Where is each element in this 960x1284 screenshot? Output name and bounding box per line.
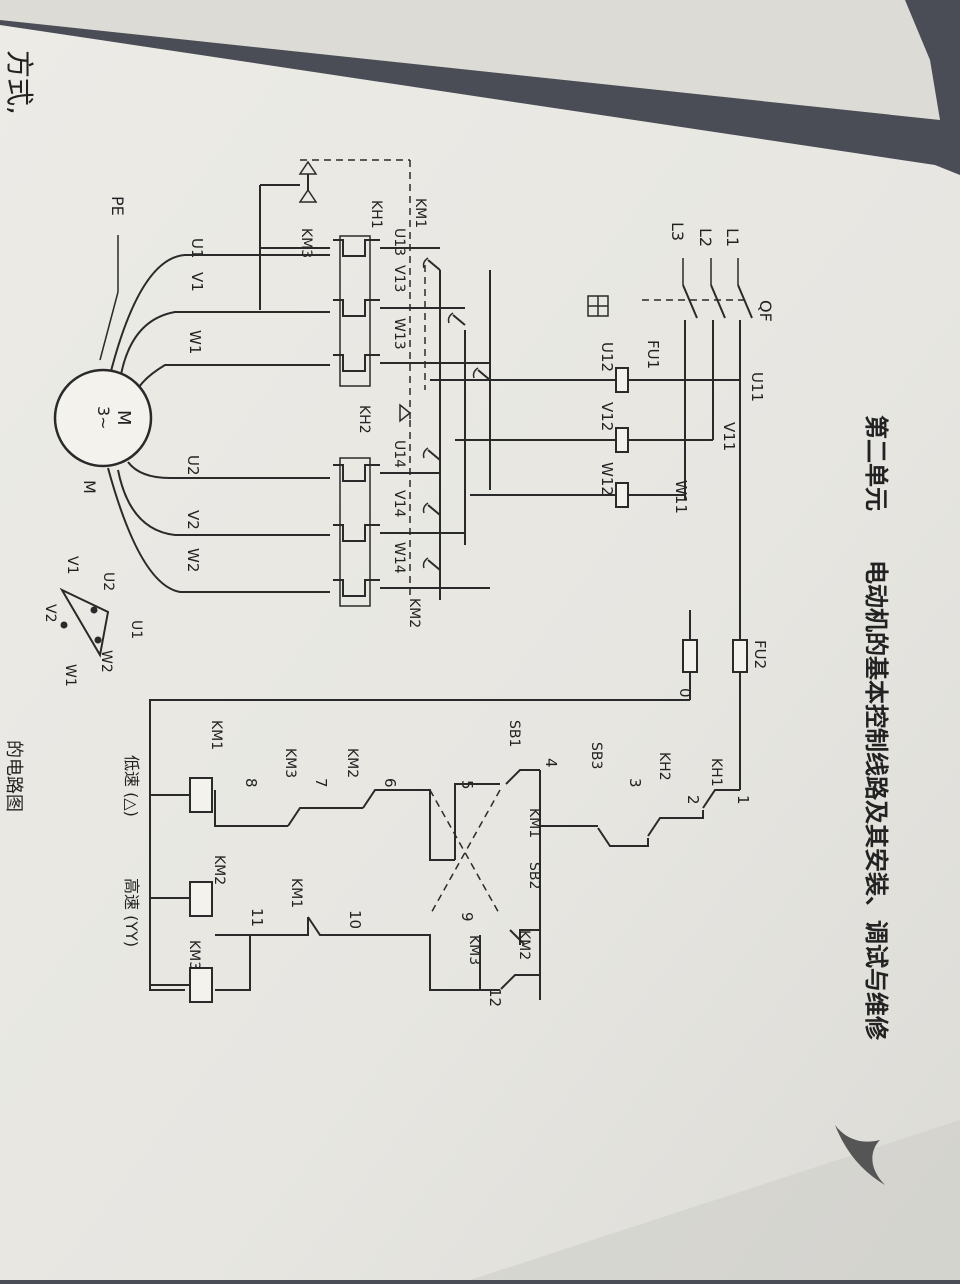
kh1-thermal-elements xyxy=(333,235,380,387)
coil-km2-label: KM2 xyxy=(211,855,227,885)
start-button-sb2-label: SB2 xyxy=(526,862,542,889)
node-6: 6 xyxy=(381,778,399,788)
node-7: 7 xyxy=(312,778,330,788)
kh2-thermal-elements xyxy=(333,457,380,607)
node-10: 10 xyxy=(346,910,364,929)
holding-km2-label: KM2 xyxy=(516,930,532,960)
km2-main-contacts xyxy=(409,420,441,595)
winding-w2: W2 xyxy=(98,650,114,673)
start-button-sb1-label: SB1 xyxy=(506,720,522,747)
motor-lead-u2: U2 xyxy=(184,455,202,476)
control-kh2-label: KH2 xyxy=(656,752,672,781)
coil-km3-label: KM3 xyxy=(186,940,202,970)
node-12: 12 xyxy=(486,988,504,1007)
page-header: 第二单元 电动机的基本控制线路及其安装、调试与维修 xyxy=(835,415,890,1185)
km1-terminal-w13: W13 xyxy=(391,318,407,350)
unit-title: 第二单元 xyxy=(862,415,890,511)
km1-terminal-v13: V13 xyxy=(391,265,407,292)
motor-lead-v2: V2 xyxy=(184,510,202,530)
coil-km1-label: KM1 xyxy=(208,720,224,750)
node-3: 3 xyxy=(626,778,644,788)
supply-pe: PE xyxy=(108,196,127,216)
node-u11: U11 xyxy=(748,372,766,402)
contactor-km3-label: KM3 xyxy=(298,228,314,258)
node-1: 1 xyxy=(734,795,752,805)
decoration-icon xyxy=(835,1125,885,1185)
control-circuit: FU2 0 1 2 3 4 5 6 7 8 9 10 11 12 KH1 KH2… xyxy=(122,610,769,1007)
node-v12: V12 xyxy=(598,402,616,431)
fuse-fu2-label: FU2 xyxy=(751,640,769,669)
low-speed-label: 低速 (△) xyxy=(122,755,141,817)
holding-km3-label: KM3 xyxy=(466,935,482,965)
stop-button-sb3-label: SB3 xyxy=(588,742,604,769)
holding-km1-label: KM1 xyxy=(526,808,542,838)
node-w12: W12 xyxy=(598,462,616,496)
motor-label: M xyxy=(80,480,99,494)
km3-star-contacts xyxy=(298,159,412,423)
motor-m-text: M xyxy=(113,410,134,426)
fuse-fu1-label: FU1 xyxy=(644,340,662,369)
overload-kh1-label: KH1 xyxy=(368,200,384,229)
contactor-km1-label: KM1 xyxy=(412,198,428,228)
km1-terminal-u13: U13 xyxy=(391,228,407,256)
interlock-km3-label: KM3 xyxy=(282,748,298,778)
motor-lead-u1: U1 xyxy=(188,238,206,259)
figure-caption: 的电路图 xyxy=(3,740,24,812)
node-11: 11 xyxy=(248,908,266,927)
motor-lead-w2: W2 xyxy=(184,548,202,572)
supply-l2: L2 xyxy=(696,228,715,247)
contactor-km2-label: KM2 xyxy=(406,598,422,628)
winding-u2: U2 xyxy=(100,572,116,591)
winding-v1: V1 xyxy=(64,556,80,574)
node-v11: V11 xyxy=(720,422,738,451)
winding-v2: V2 xyxy=(42,604,58,622)
km2-terminal-u14: U14 xyxy=(391,440,407,468)
chapter-title: 电动机的基本控制线路及其安装、调试与维修 xyxy=(862,560,890,1041)
node-9: 9 xyxy=(458,912,476,922)
node-w11: W11 xyxy=(672,480,690,514)
km1-main-contacts xyxy=(422,257,491,390)
power-circuit: L1 L2 L3 PE QF U11 V11 W11 FU1 U12 V12 xyxy=(53,159,775,628)
supply-l1: L1 xyxy=(723,228,742,247)
motor-lead-w1: W1 xyxy=(186,330,204,354)
km2-terminal-v14: V14 xyxy=(391,490,407,517)
overload-kh2-label: KH2 xyxy=(356,405,372,434)
page-shadow xyxy=(470,1120,960,1280)
winding-w1: W1 xyxy=(62,664,78,687)
control-kh1-label: KH1 xyxy=(708,758,724,787)
motor-lead-v1: V1 xyxy=(188,272,206,292)
motor-symbol: M 3~ M xyxy=(53,368,153,494)
node-4: 4 xyxy=(542,758,560,768)
winding-diagram: U1 U2 V1 V2 W1 W2 xyxy=(42,556,144,687)
node-u12: U12 xyxy=(598,342,616,372)
interlock-km1-label: KM1 xyxy=(288,878,304,908)
previous-page xyxy=(0,0,940,120)
node-2: 2 xyxy=(684,795,702,805)
node-0: 0 xyxy=(676,688,694,698)
motor-phase-text: 3~ xyxy=(94,406,113,430)
high-speed-label: 高速 (YY) xyxy=(122,878,141,947)
winding-u1: U1 xyxy=(128,620,144,639)
km2-terminal-w14: W14 xyxy=(391,542,407,574)
margin-text: 方式, xyxy=(3,50,36,115)
supply-l3: L3 xyxy=(668,222,687,241)
breaker-label: QF xyxy=(756,300,775,322)
node-8: 8 xyxy=(242,778,260,788)
interlock-km2-label: KM2 xyxy=(344,748,360,778)
page-sheet xyxy=(0,25,960,1280)
